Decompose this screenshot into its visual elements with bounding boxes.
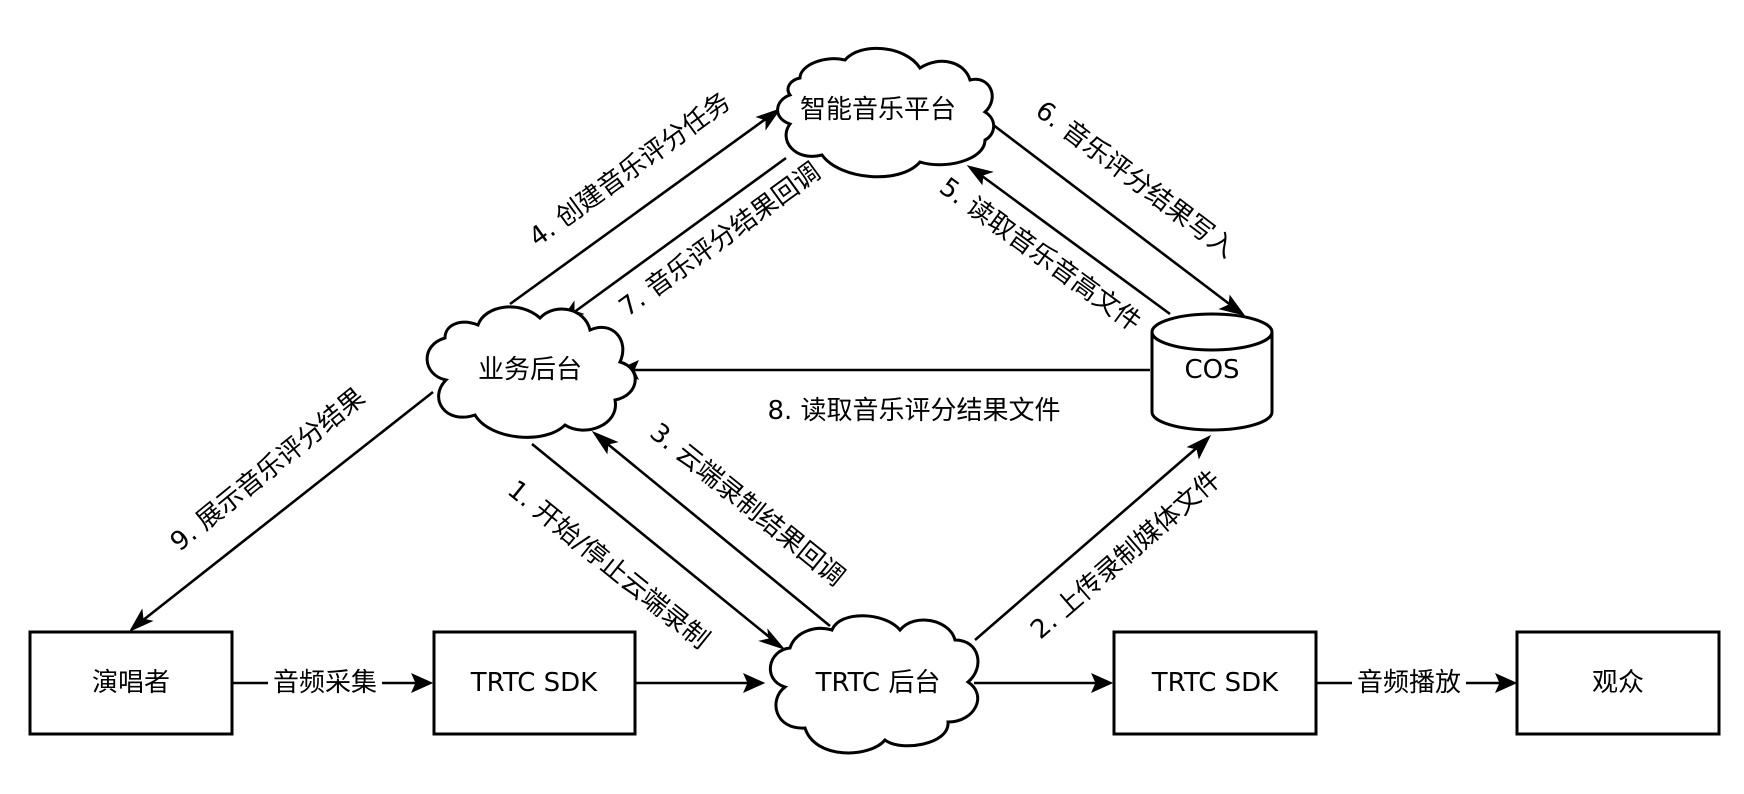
edge-4-create-scoring-task xyxy=(509,116,768,306)
arrow-head xyxy=(1091,673,1114,693)
node-audience-label: 观众 xyxy=(1592,668,1644,698)
node-audience-box xyxy=(1515,630,1721,736)
node-business-backend[interactable]: 业务后台 xyxy=(425,305,637,439)
node-cos-label: COS xyxy=(1184,355,1239,385)
node-music-platform-label: 智能音乐平台 xyxy=(800,95,956,125)
edge-label-4: 4. 创建音乐评分任务 xyxy=(524,87,737,253)
edge-label-9: 9. 展示音乐评分结果 xyxy=(165,382,371,557)
edge-6-write-scoring-result xyxy=(991,122,1233,308)
node-music-platform[interactable]: 智能音乐平台 xyxy=(776,46,996,179)
arrow-head xyxy=(755,108,782,131)
node-audience[interactable]: 观众 xyxy=(1515,630,1721,736)
node-trtc-sdk-push-label: TRTC SDK xyxy=(470,668,598,698)
edge-label-3: 3. 云端录制结果回调 xyxy=(644,417,850,592)
node-singer-box xyxy=(28,630,234,736)
node-trtc-backend[interactable]: TRTC 后台 xyxy=(768,614,980,755)
arrow-head xyxy=(758,628,786,651)
arrow-head xyxy=(966,165,994,186)
edge-label-6: 6. 音乐评分结果写入 xyxy=(1030,95,1241,264)
edge-label-5: 5. 读取音乐音高文件 xyxy=(934,172,1147,338)
arrow-head xyxy=(1495,673,1518,693)
node-trtc-sdk-play-box xyxy=(1112,630,1318,736)
nodes: 演唱者 TRTC SDK TRTC 后台 TRTC SDK 观众 业务后台 xyxy=(28,46,1721,755)
arrow-head xyxy=(1186,434,1212,460)
node-trtc-sdk-push[interactable]: TRTC SDK xyxy=(432,630,637,736)
arrow-head xyxy=(743,673,766,693)
arrow-head xyxy=(591,430,619,455)
node-business-backend-label: 业务后台 xyxy=(478,355,582,385)
arrow-head xyxy=(411,673,434,693)
cloud-shape xyxy=(776,46,996,179)
node-trtc-backend-label: TRTC 后台 xyxy=(815,668,941,698)
edge-9-show-scoring-result xyxy=(141,390,434,623)
cloud-shape xyxy=(768,614,980,755)
edge-label-audio-capture: 音频采集 xyxy=(273,668,377,698)
edge-label-2: 2. 上传录制媒体文件 xyxy=(1025,465,1227,646)
node-trtc-sdk-play[interactable]: TRTC SDK xyxy=(1112,630,1318,736)
edge-2-upload-media xyxy=(974,444,1201,641)
edge-label-8: 8. 读取音乐评分结果文件 xyxy=(767,396,1060,426)
node-cos[interactable]: COS xyxy=(1150,312,1274,432)
node-trtc-sdk-play-label: TRTC SDK xyxy=(1151,668,1279,698)
cloud-shape xyxy=(425,305,637,439)
cylinder-body xyxy=(1150,312,1274,432)
edge-3-recording-callback xyxy=(603,439,831,628)
arrow-head xyxy=(128,608,154,633)
edge-label-7: 7. 音乐评分结果回调 xyxy=(614,157,827,323)
node-singer[interactable]: 演唱者 xyxy=(28,630,234,736)
edge-7-scoring-callback xyxy=(572,156,787,315)
cylinder-top xyxy=(1150,331,1274,352)
node-trtc-sdk-push-box xyxy=(432,630,637,736)
edge-1-start-stop-recording xyxy=(531,442,774,642)
edge-label-audio-playback: 音频播放 xyxy=(1357,668,1461,698)
node-singer-label: 演唱者 xyxy=(92,668,170,698)
label-bg xyxy=(1352,666,1466,700)
edge-5-read-pitch-file xyxy=(981,174,1171,316)
label-bg xyxy=(268,666,382,700)
arrow-head xyxy=(1218,294,1246,316)
edges xyxy=(128,108,1518,693)
